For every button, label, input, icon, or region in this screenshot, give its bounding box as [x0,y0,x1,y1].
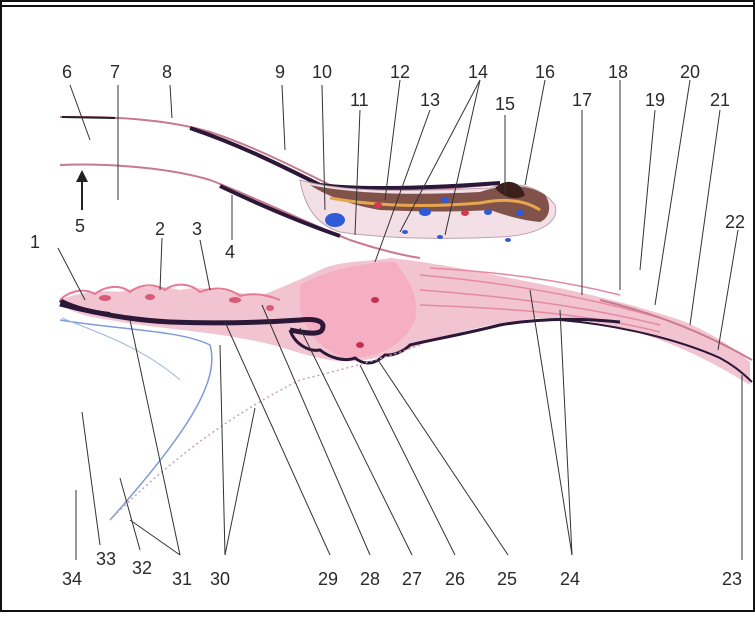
glandular-body [299,179,557,242]
label-12: 12 [390,62,410,82]
label-15: 15 [495,94,515,114]
vessel-10 [325,213,345,227]
label-34: 34 [62,569,82,589]
label-1: 1 [30,232,40,252]
label-2: 2 [155,219,165,239]
label-24: 24 [560,569,580,589]
leader-lines [57,79,743,560]
label-11: 11 [350,90,369,110]
label-6: 6 [62,62,72,82]
label-29: 29 [318,569,338,589]
label-7: 7 [110,62,120,82]
label-21: 21 [710,90,730,110]
label-17: 17 [572,90,592,110]
label-14: 14 [468,62,488,82]
label-10: 10 [312,62,332,82]
label-33: 33 [96,549,116,569]
label-28: 28 [360,569,380,589]
lower-lamina [58,258,753,385]
label-3: 3 [192,219,202,239]
label-20: 20 [680,62,700,82]
label-27: 27 [402,569,422,589]
label-8: 8 [162,62,172,82]
label-16: 16 [535,62,555,82]
label-9: 9 [275,62,285,82]
label-13: 13 [420,90,440,110]
labels-bottom: 34 33 32 31 30 29 28 27 26 25 24 23 [62,549,742,589]
label-25: 25 [497,569,517,589]
label-31: 31 [172,569,192,589]
labels-left: 1 2 3 4 5 [30,216,235,262]
label-18: 18 [608,62,628,82]
label-32: 32 [132,558,152,578]
label-5: 5 [75,216,85,236]
direction-arrow [76,170,88,210]
label-22: 22 [725,212,745,232]
label-23: 23 [722,569,742,589]
label-19: 19 [645,90,665,110]
label-26: 26 [445,569,465,589]
labels-top: 6 7 8 9 10 11 12 13 14 15 16 17 18 19 20… [62,62,745,232]
membranes [59,317,421,521]
label-4: 4 [225,242,235,262]
label-30: 30 [210,569,230,589]
